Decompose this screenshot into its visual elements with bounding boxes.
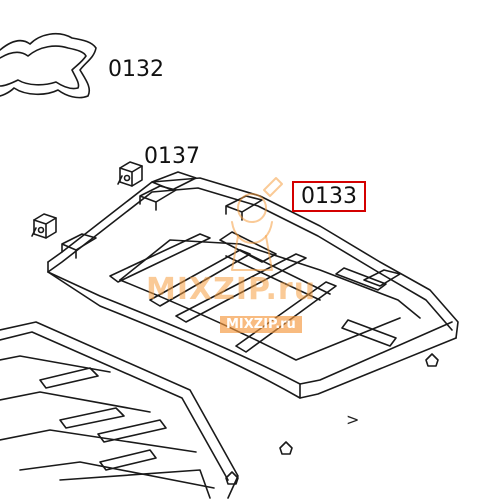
callout-0132: 0132 [108,57,164,82]
callout-0137: 0137 [144,144,200,169]
direction-mark: > [346,410,360,429]
watermark-mechanic-icon [231,177,283,271]
part-0132-cross-support [0,32,97,99]
part-0133-main-grid [47,171,459,485]
callout-0133-highlighted[interactable]: 0133 [292,181,366,212]
part-0137-foot-clips [31,161,143,239]
adjacent-pan-support-grid [0,321,239,499]
